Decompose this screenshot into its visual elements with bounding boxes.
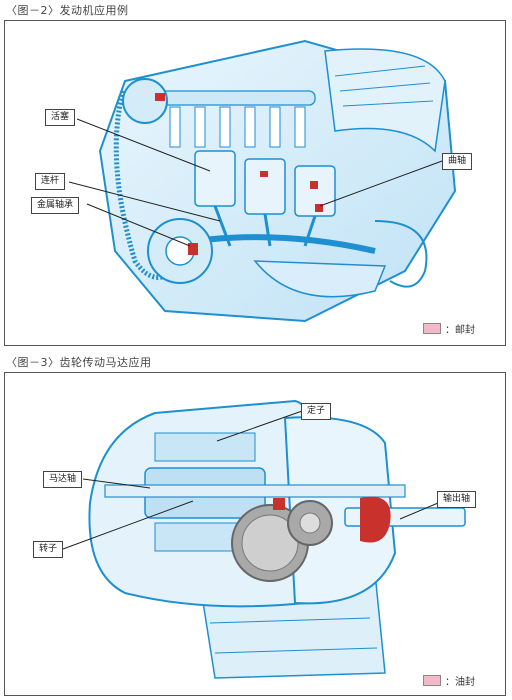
legend-text: ：油封 <box>445 677 475 688</box>
figure3-panel: 定子 马达轴 转子 输出轴 ：油封 <box>4 372 506 696</box>
figure3-legend: ：油封 <box>423 673 475 688</box>
label-crankshaft: 曲轴 <box>442 153 473 170</box>
leader-con-rod <box>68 181 221 222</box>
leader-rotor <box>62 500 194 550</box>
figure2-panel: 活塞 连杆 金属轴承 曲轴 ：邮封 <box>4 20 506 346</box>
leader-motor-shaft <box>82 478 151 489</box>
label-rotor: 转子 <box>33 541 64 558</box>
label-piston: 活塞 <box>45 109 76 126</box>
oil-pan <box>253 260 387 298</box>
legend-text: ：邮封 <box>445 325 475 336</box>
gear-motor-illustration <box>62 399 466 679</box>
camshaft <box>154 90 316 106</box>
leader-piston <box>76 118 211 172</box>
label-connecting-rod: 连杆 <box>35 173 66 190</box>
engine-illustration <box>68 39 457 323</box>
cam-pulley <box>122 78 168 124</box>
label-metal-bearing: 金属轴承 <box>31 197 80 214</box>
oil-seal-output <box>360 496 391 543</box>
stator-upper <box>154 432 256 462</box>
piston-2 <box>244 158 286 215</box>
figure2-caption: 〈图－2〉发动机应用例 <box>6 4 129 17</box>
oil-seal-inner <box>273 498 285 510</box>
label-motor-shaft: 马达轴 <box>43 471 83 488</box>
gear-housing <box>283 416 397 605</box>
piston-1 <box>194 150 236 207</box>
label-stator: 定子 <box>301 403 332 420</box>
gear-train <box>231 500 333 582</box>
figure3-caption: 〈图－3〉齿轮传动马达应用 <box>6 356 152 369</box>
connecting-rod-2 <box>263 213 272 247</box>
figure2-legend: ：邮封 <box>423 321 475 336</box>
leader-metal-bearing <box>86 203 191 247</box>
leader-output-shaft <box>399 502 439 520</box>
legend-swatch <box>423 675 441 686</box>
leader-crankshaft <box>319 160 443 207</box>
leader-stator <box>216 409 306 442</box>
motor-shaft-body <box>104 484 406 498</box>
oil-seal-markers <box>155 93 323 255</box>
label-output-shaft: 输出轴 <box>437 491 477 508</box>
legend-swatch <box>423 323 441 334</box>
intake-manifold <box>324 48 446 153</box>
